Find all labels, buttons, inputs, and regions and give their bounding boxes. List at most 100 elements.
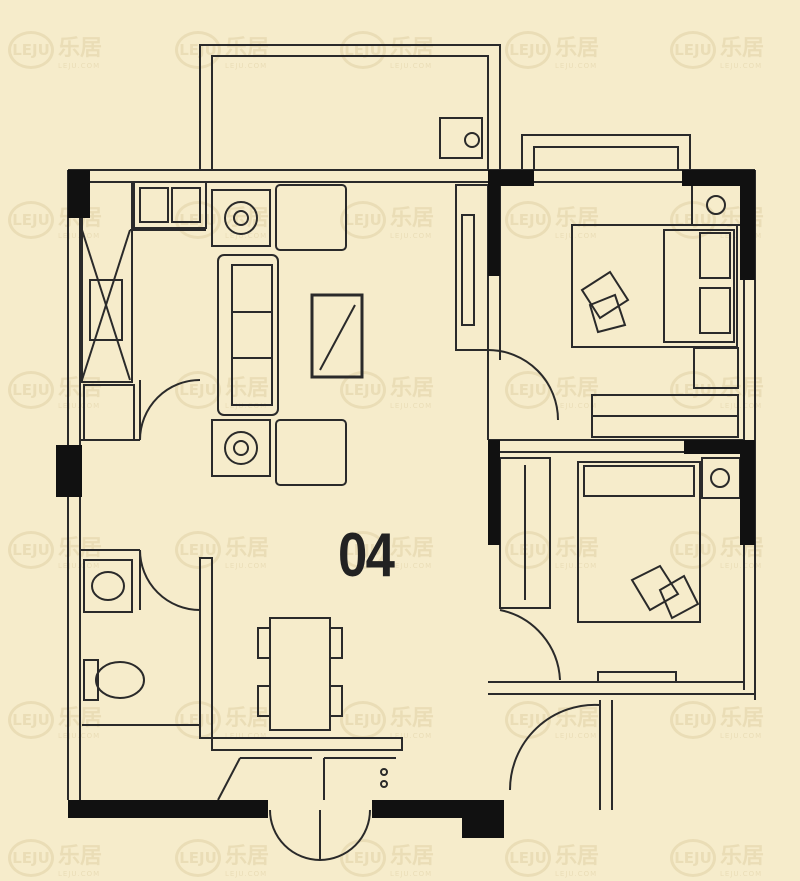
watermark-sub-text: LEJU.COM xyxy=(720,870,763,878)
leju-logo-icon: LEJU xyxy=(8,531,54,569)
watermark-sub-text: LEJU.COM xyxy=(720,562,763,570)
watermark-sub-text: LEJU.COM xyxy=(58,402,101,410)
top-balcony xyxy=(199,44,501,170)
watermark-chinese-text: 乐居 xyxy=(555,36,600,61)
watermark-chinese-text: 乐居 xyxy=(390,206,435,231)
watermark-sub-text: LEJU.COM xyxy=(390,402,433,410)
entry xyxy=(211,700,613,861)
watermark-chinese-text: 乐居 xyxy=(555,206,600,231)
washbasin xyxy=(83,559,133,613)
watermark-sub-text: LEJU.COM xyxy=(225,562,268,570)
stove-icon xyxy=(89,279,123,341)
watermark-sub-text: LEJU.COM xyxy=(58,232,101,240)
leju-logo-icon: LEJU xyxy=(175,839,221,877)
watermark-sub-text: LEJU.COM xyxy=(58,62,101,70)
bedroom1-door-swing xyxy=(487,349,559,421)
watermark-sub-text: LEJU.COM xyxy=(225,232,268,240)
watermark-sub-text: LEJU.COM xyxy=(58,732,101,740)
watermark-chinese-text: 乐居 xyxy=(225,706,270,731)
washing-machine xyxy=(439,117,483,159)
watermark-sub-text: LEJU.COM xyxy=(555,232,598,240)
watermark-chinese-text: 乐居 xyxy=(555,844,600,869)
watermark-chinese-text: 乐居 xyxy=(555,706,600,731)
leju-logo-icon: LEJU xyxy=(175,531,221,569)
armchair-bottom xyxy=(275,419,347,486)
bathroom xyxy=(80,549,213,739)
armchair-top xyxy=(275,184,347,251)
bed-2 xyxy=(577,461,701,623)
watermark-sub-text: LEJU.COM xyxy=(225,732,268,740)
nightstand-2 xyxy=(701,457,741,499)
watermark-sub-text: LEJU.COM xyxy=(225,62,268,70)
sofa xyxy=(217,254,279,416)
leju-logo-icon: LEJU xyxy=(8,371,54,409)
watermark-chinese-text: 乐居 xyxy=(58,36,103,61)
dining-table xyxy=(269,617,331,731)
side-table-bottom xyxy=(211,419,271,477)
leju-logo-icon: LEJU xyxy=(8,701,54,739)
unit-number-label: 04 xyxy=(338,521,395,590)
leju-logo-icon: LEJU xyxy=(175,201,221,239)
dining-area xyxy=(257,617,343,731)
watermark-chinese-text: 乐居 xyxy=(720,36,765,61)
leju-logo-icon: LEJU xyxy=(670,839,716,877)
bed-1 xyxy=(571,224,738,348)
bedroom-1 xyxy=(499,182,743,438)
watermark-sub-text: LEJU.COM xyxy=(720,402,763,410)
leju-logo-icon: LEJU xyxy=(505,201,551,239)
leju-logo-icon: LEJU xyxy=(175,371,221,409)
kitchen xyxy=(80,181,207,441)
leju-logo-icon: LEJU xyxy=(340,839,386,877)
watermark-chinese-text: 乐居 xyxy=(390,706,435,731)
watermark-sub-text: LEJU.COM xyxy=(58,562,101,570)
leju-logo-icon: LEJU xyxy=(670,701,716,739)
bedroom-2 xyxy=(488,439,755,695)
watermark-sub-text: LEJU.COM xyxy=(555,732,598,740)
watermark-chinese-text: 乐居 xyxy=(720,706,765,731)
outer-walls xyxy=(67,169,756,800)
leju-logo-icon: LEJU xyxy=(8,201,54,239)
watermark-sub-text: LEJU.COM xyxy=(720,732,763,740)
leju-logo-icon: LEJU xyxy=(340,201,386,239)
watermark-sub-text: LEJU.COM xyxy=(58,870,101,878)
watermark-chinese-text: 乐居 xyxy=(720,844,765,869)
leju-logo-icon: LEJU xyxy=(505,31,551,69)
tv-cabinet xyxy=(455,184,489,440)
watermark-sub-text: LEJU.COM xyxy=(555,562,598,570)
watermark-sub-text: LEJU.COM xyxy=(390,732,433,740)
pillows xyxy=(580,270,700,620)
watermark-sub-text: LEJU.COM xyxy=(390,232,433,240)
leju-logo-icon: LEJU xyxy=(670,531,716,569)
watermark-sub-text: LEJU.COM xyxy=(390,562,433,570)
watermark-sub-text: LEJU.COM xyxy=(555,62,598,70)
watermark-chinese-text: 乐居 xyxy=(390,536,435,561)
leju-logo-icon: LEJU xyxy=(8,839,54,877)
leju-logo-icon: LEJU xyxy=(8,31,54,69)
watermark-sub-text: LEJU.COM xyxy=(720,62,763,70)
leju-logo-icon: LEJU xyxy=(670,31,716,69)
nightstand-1 xyxy=(691,184,743,226)
sink-icon xyxy=(139,187,169,223)
watermark-sub-text: LEJU.COM xyxy=(555,402,598,410)
leju-logo-icon: LEJU xyxy=(505,371,551,409)
watermark-chinese-text: 乐居 xyxy=(390,844,435,869)
watermark-chinese-text: 乐居 xyxy=(390,376,435,401)
